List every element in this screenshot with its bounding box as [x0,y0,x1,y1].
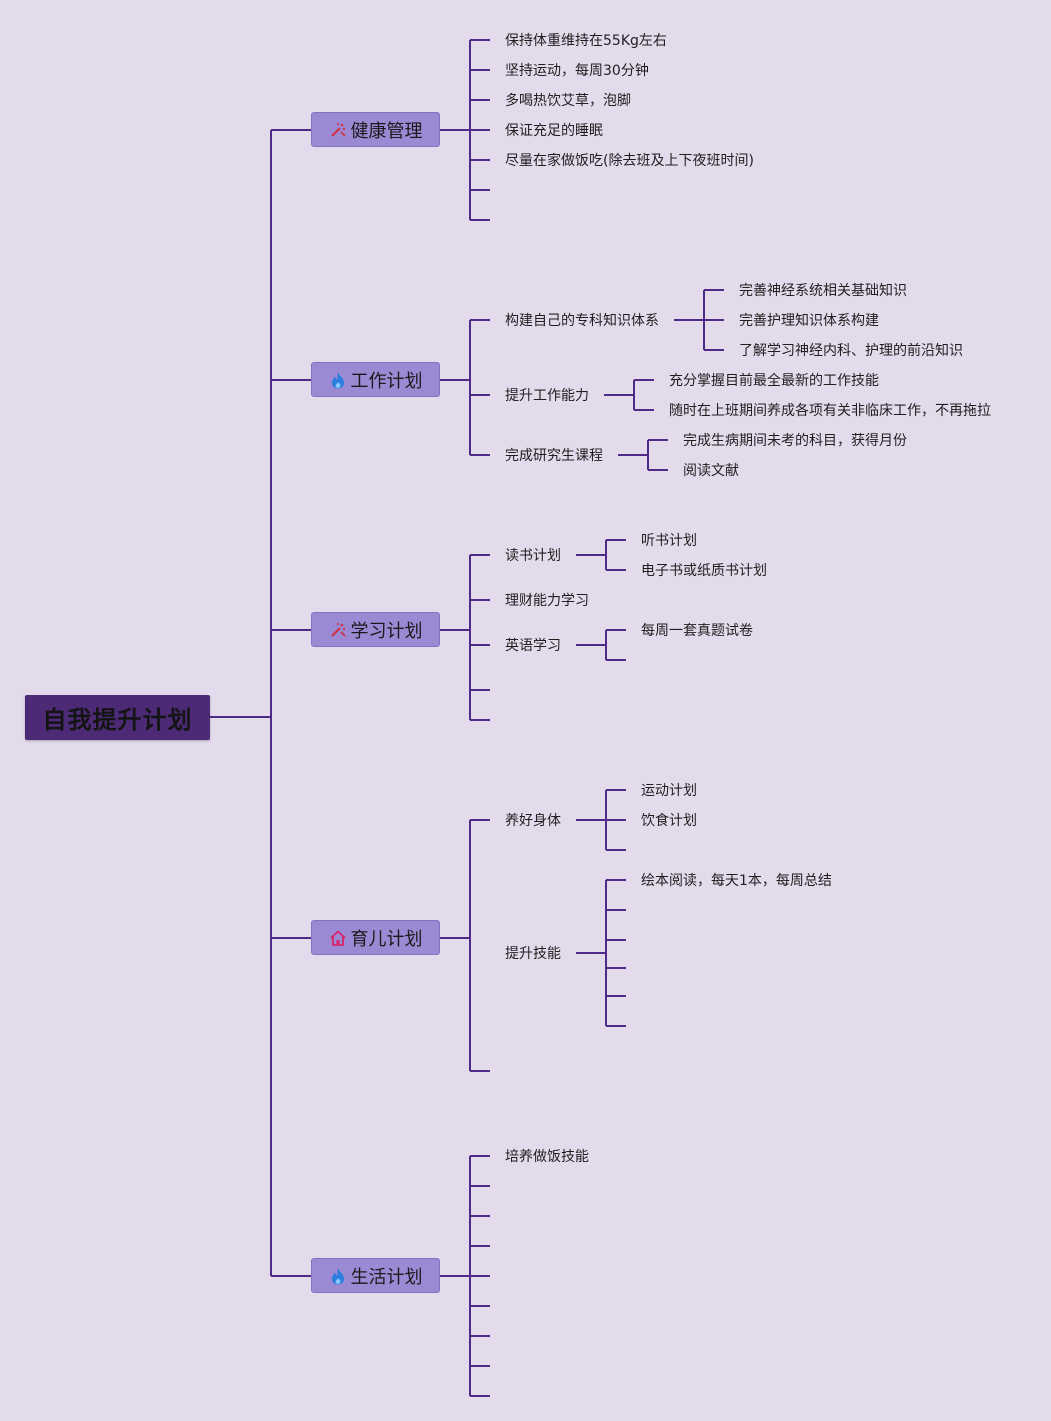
topic-life-cooking[interactable]: 培养做饭技能 [505,1149,589,1165]
topic-work-graduate[interactable]: 完成研究生课程 [505,448,603,464]
subtopic-literature[interactable]: 阅读文献 [683,463,739,479]
subtopic-weekly-exam[interactable]: 每周一套真题试卷 [641,623,753,639]
topic-parenting-health[interactable]: 养好身体 [505,813,561,829]
flame-icon [329,1267,347,1285]
branch-label: 工作计划 [350,370,423,392]
flame-icon [329,371,347,389]
subtopic-picture-books[interactable]: 绘本阅读，每天1本，每周总结 [641,873,832,889]
subtopic-exercise-plan[interactable]: 运动计划 [641,783,697,799]
branch-parenting[interactable]: 育儿计划 [311,920,440,955]
subtopic-frontier-knowledge[interactable]: 了解学习神经内科、护理的前沿知识 [739,343,963,359]
topic-health-cooking[interactable]: 尽量在家做饭吃(除去班及上下夜班时间) [505,153,754,169]
branch-life[interactable]: 生活计划 [311,1258,440,1293]
topic-study-finance[interactable]: 理财能力学习 [505,593,589,609]
subtopic-no-procrastination[interactable]: 随时在上班期间养成各项有关非临床工作，不再拖拉 [669,403,991,419]
topic-health-exercise[interactable]: 坚持运动，每周30分钟 [505,63,649,79]
subtopic-ebooks[interactable]: 电子书或纸质书计划 [641,563,767,579]
root-node[interactable]: 自我提升计划 [25,695,210,740]
branch-study[interactable]: 学习计划 [311,612,440,647]
topic-study-reading[interactable]: 读书计划 [505,548,561,564]
topic-health-drinks[interactable]: 多喝热饮艾草，泡脚 [505,93,631,109]
subtopic-latest-skills[interactable]: 充分掌握目前最全最新的工作技能 [669,373,879,389]
subtopic-diet-plan[interactable]: 饮食计划 [641,813,697,829]
topic-health-weight[interactable]: 保持体重维持在55Kg左右 [505,33,667,49]
branch-label: 学习计划 [350,620,423,642]
topic-work-ability[interactable]: 提升工作能力 [505,388,589,404]
branch-label: 育儿计划 [350,928,423,950]
branch-label: 生活计划 [350,1266,423,1288]
sparkle-tool-icon [329,121,347,139]
branch-label: 健康管理 [350,120,423,142]
topic-health-sleep[interactable]: 保证充足的睡眠 [505,123,603,139]
subtopic-nursing-system[interactable]: 完善护理知识体系构建 [739,313,879,329]
branch-health[interactable]: 健康管理 [311,112,440,147]
sparkle-tool-icon [329,621,347,639]
house-icon [329,929,347,947]
branch-work[interactable]: 工作计划 [311,362,440,397]
topic-study-english[interactable]: 英语学习 [505,638,561,654]
subtopic-exams[interactable]: 完成生病期间未考的科目，获得月份 [683,433,907,449]
topic-parenting-skills[interactable]: 提升技能 [505,946,561,962]
topic-work-knowledge[interactable]: 构建自己的专科知识体系 [505,313,659,329]
subtopic-neuro-basics[interactable]: 完善神经系统相关基础知识 [739,283,907,299]
subtopic-audiobooks[interactable]: 听书计划 [641,533,697,549]
